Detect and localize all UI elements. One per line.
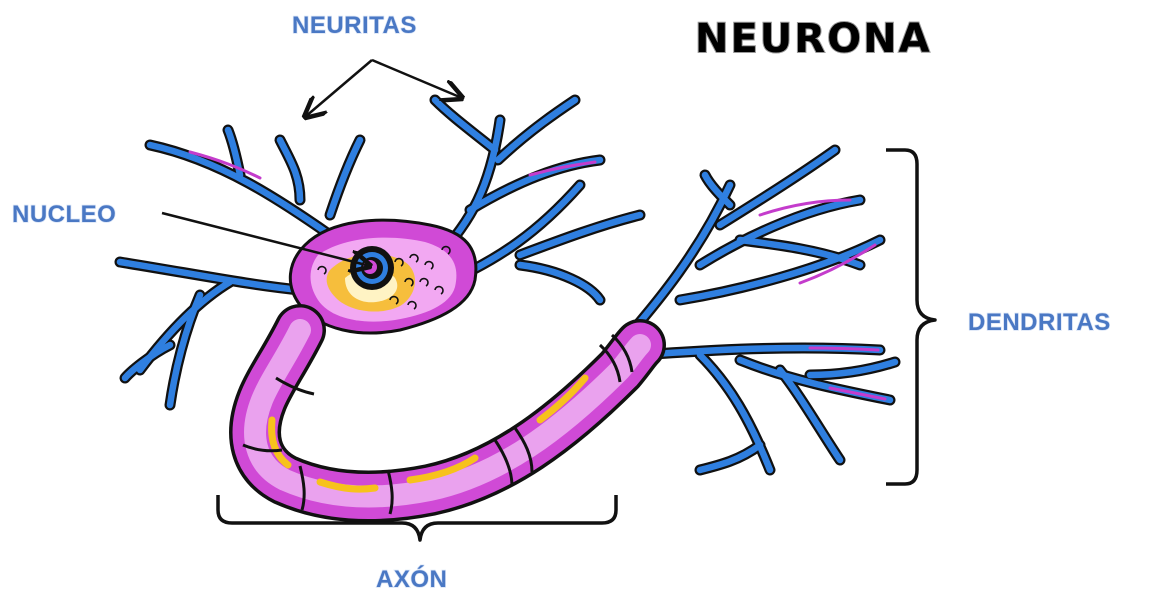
axon — [243, 330, 640, 514]
dendritas-bracket — [886, 150, 935, 484]
label-nucleo: NUCLEO — [12, 201, 116, 228]
diagram-title: NEURONA — [695, 16, 932, 62]
label-dendritas: DENDRITAS — [968, 309, 1111, 336]
label-neuritas: NEURITAS — [292, 12, 417, 39]
label-axon: AXÓN — [376, 565, 447, 593]
nucleus — [350, 246, 394, 290]
